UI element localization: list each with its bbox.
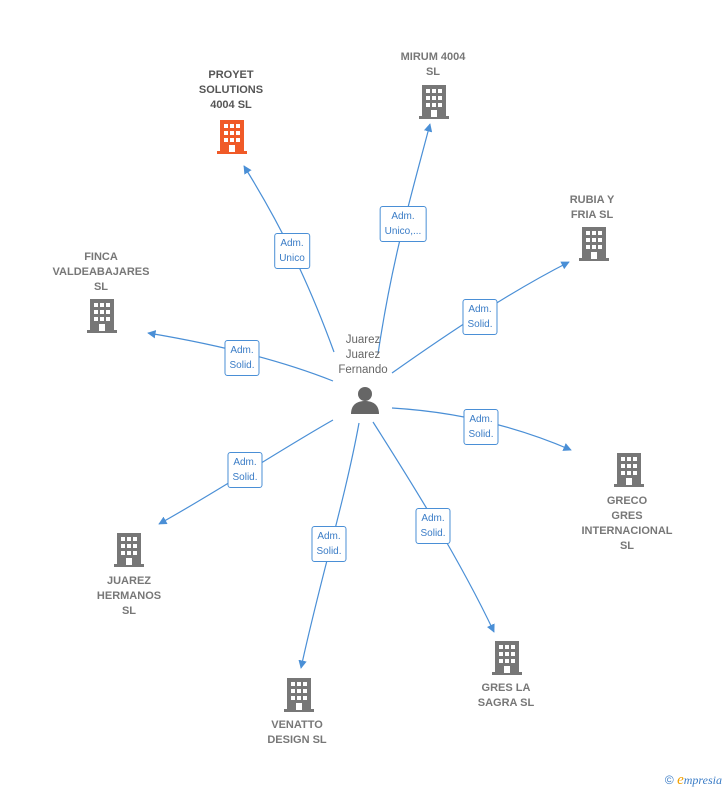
company-label-mirum[interactable]: MIRUM 4004 SL xyxy=(400,51,466,78)
building-icon-juarez[interactable] xyxy=(114,533,144,567)
edge-label-gres[interactable]: Adm. Solid. xyxy=(415,508,451,544)
company-label-proyet[interactable]: PROYET SOLUTIONS 4004 SL xyxy=(198,69,264,111)
building-icon-mirum[interactable] xyxy=(419,85,449,119)
edge-label-venatto[interactable]: Adm. Solid. xyxy=(311,526,347,562)
company-label-rubia[interactable]: RUBIA Y FRIA SL xyxy=(569,194,615,221)
edge-label-proyet[interactable]: Adm. Unico xyxy=(274,233,310,269)
edge-label-mirum[interactable]: Adm. Unico,... xyxy=(379,206,427,242)
company-label-greco[interactable]: GRECO GRES INTERNACIONAL SL xyxy=(581,495,673,552)
copyright-symbol: © xyxy=(664,773,674,787)
company-label-gres[interactable]: GRES LA SAGRA SL xyxy=(477,682,535,709)
building-icon-gres[interactable] xyxy=(492,641,522,675)
edge-label-greco[interactable]: Adm. Solid. xyxy=(463,409,499,445)
brand-initial: e xyxy=(677,772,684,788)
building-icon-greco[interactable] xyxy=(614,453,644,487)
person-name: Juarez Juarez Fernando xyxy=(338,334,388,376)
edge-label-juarez[interactable]: Adm. Solid. xyxy=(227,452,263,488)
edge-label-finca[interactable]: Adm. Solid. xyxy=(224,340,260,376)
company-label-finca[interactable]: FINCA VALDEABAJARES SL xyxy=(52,251,150,293)
building-icon-rubia[interactable] xyxy=(579,227,609,261)
building-icon-venatto[interactable] xyxy=(284,678,314,712)
edge-label-rubia[interactable]: Adm. Solid. xyxy=(462,299,498,335)
brand-name: mpresia xyxy=(683,773,722,787)
building-icon-proyet[interactable] xyxy=(217,120,247,154)
person-icon[interactable] xyxy=(351,387,379,414)
company-label-juarez[interactable]: JUAREZ HERMANOS SL xyxy=(96,575,162,617)
footer-brand: © empresia xyxy=(665,772,722,789)
company-label-venatto[interactable]: VENATTO DESIGN SL xyxy=(267,719,327,746)
building-icon-finca[interactable] xyxy=(87,299,117,333)
